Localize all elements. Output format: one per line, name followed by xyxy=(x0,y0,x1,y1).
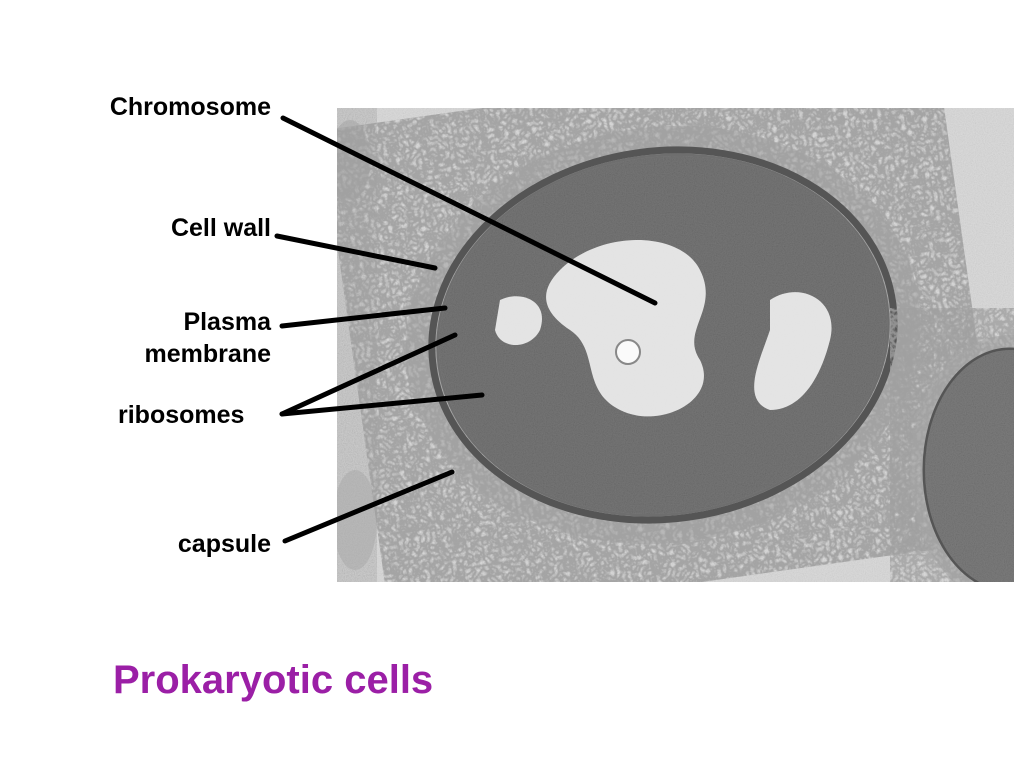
leader-line-ribosomes-1 xyxy=(279,332,458,417)
leader-lines xyxy=(274,115,658,544)
plasma-membrane-layer xyxy=(436,153,890,517)
nucleoid xyxy=(495,240,832,417)
cell-wall-layer xyxy=(428,146,898,524)
debris xyxy=(337,108,377,582)
micrograph-photo xyxy=(337,108,1014,582)
label-plasma-membrane-line2: membrane xyxy=(144,340,271,368)
leader-line-plasma-membrane xyxy=(279,305,448,329)
leader-line-chromosome xyxy=(280,115,658,306)
label-cell-wall: Cell wall xyxy=(170,214,271,242)
slide-title: Prokaryotic cells xyxy=(113,658,434,702)
label-plasma-membrane-line1: Plasma xyxy=(183,308,271,336)
leader-line-ribosomes-2 xyxy=(279,392,485,417)
label-plasma-membrane: Plasma membrane xyxy=(145,306,271,370)
leader-line-capsule xyxy=(282,469,455,544)
label-chromosome: Chromosome xyxy=(109,93,271,121)
label-capsule: capsule xyxy=(177,530,271,558)
adjacent-cell xyxy=(910,335,1014,582)
label-ribosomes: ribosomes xyxy=(118,401,245,429)
leader-line-cell-wall xyxy=(274,233,438,271)
